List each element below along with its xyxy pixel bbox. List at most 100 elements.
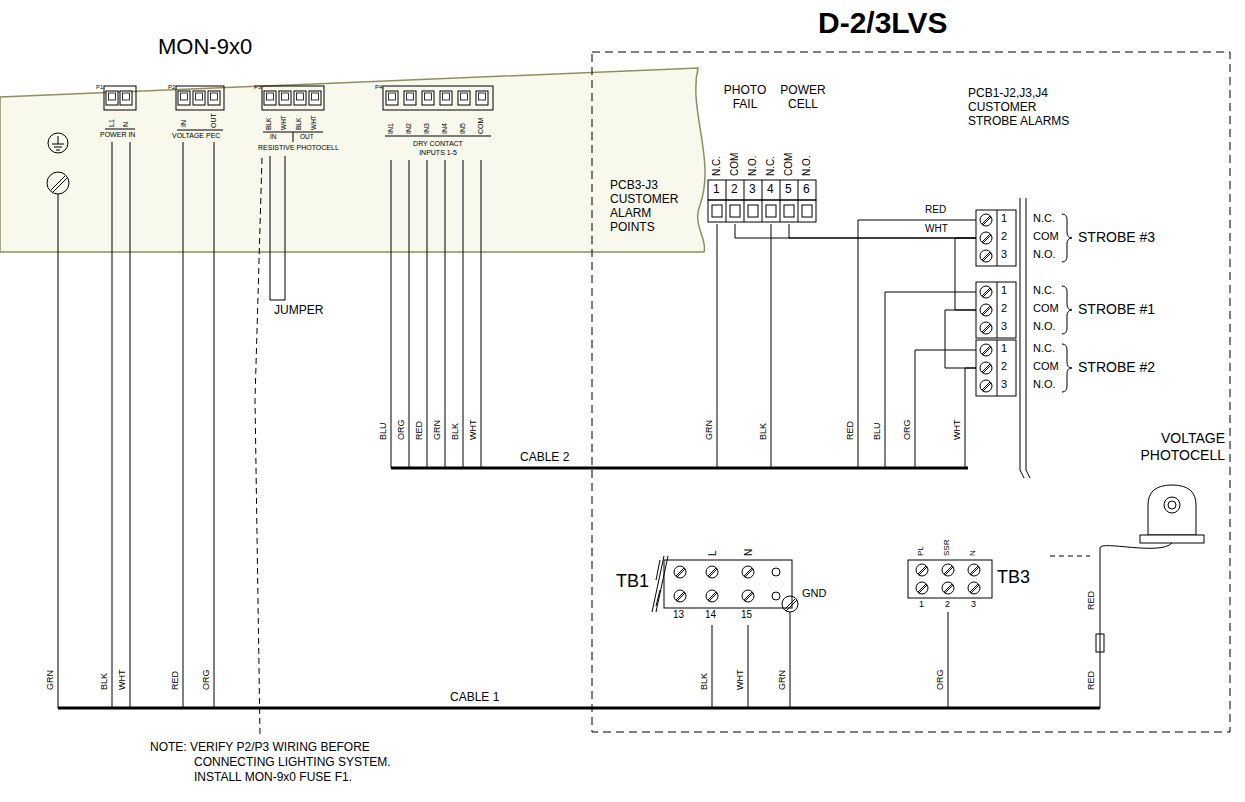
device-title: D-2/3LVS xyxy=(818,8,947,38)
wire-color-label: ORG xyxy=(936,669,945,690)
terminal-label: P4 xyxy=(375,84,382,90)
photocell-icon xyxy=(1148,485,1196,535)
strobe-terminal-blocks xyxy=(980,286,992,298)
connector-terminals xyxy=(279,91,291,105)
terminal-label: COM xyxy=(1033,303,1059,314)
terminal-label: N.O. xyxy=(1033,379,1056,390)
wire xyxy=(214,142,948,708)
enclosure-outline xyxy=(592,52,1230,732)
pcb-edge xyxy=(1020,198,1030,478)
connector-terminals xyxy=(383,86,493,110)
ground-screw xyxy=(785,599,797,611)
terminal-label: N.C. xyxy=(1033,213,1055,224)
wire-color-label: GRN xyxy=(433,420,442,440)
terminal-block: PLSSRN123TB3 xyxy=(905,528,1035,612)
cable-bundles xyxy=(58,194,790,708)
strobe-terminal-blocks xyxy=(980,214,992,226)
wire xyxy=(112,142,712,708)
strobe-terminal-blocks xyxy=(1062,344,1072,392)
strobe-terminal-blocks xyxy=(980,304,992,316)
terminal-label: 6 xyxy=(803,183,810,195)
terminal-label: COM xyxy=(477,118,484,134)
strobe-terminal-blocks xyxy=(980,380,992,392)
earth-symbol xyxy=(47,172,69,194)
wire-color-label: RED xyxy=(846,421,855,440)
terminal-label: N xyxy=(969,550,977,556)
wire xyxy=(789,224,976,238)
alarm-terminal-block xyxy=(712,205,722,217)
device-enclosure: D-2/3LVSPHOTO FAILPOWER CELLN.C.COMN.O.N… xyxy=(590,8,1232,734)
terminal-label: COM xyxy=(730,153,740,176)
connector-terminals xyxy=(264,91,276,105)
wire xyxy=(409,160,976,468)
strobe-terminal-blocks xyxy=(976,210,1016,266)
annotation-label: CABLE 1 xyxy=(450,691,499,703)
annotation-label: PCB1-J2,J3,J4 CUSTOMER STROBE ALARMS xyxy=(968,86,1074,128)
wire xyxy=(955,238,976,310)
tb1-terminal-strip xyxy=(674,566,686,578)
terminal-label: RESISTIVE PHOTOCELL xyxy=(258,144,339,151)
terminal-block: P4IN1IN2IN3IN4IN5COMDRY CONTACT INPUTS 1… xyxy=(372,82,498,160)
terminal-label: COM xyxy=(1033,361,1059,372)
wire xyxy=(427,160,976,468)
strobe-terminal-blocks xyxy=(980,344,992,356)
wire xyxy=(183,142,1100,708)
terminal-label: PL xyxy=(917,546,925,556)
terminal-label: IN2 xyxy=(405,123,412,134)
connector-terminals xyxy=(120,91,132,105)
terminal-label: COM xyxy=(784,153,794,176)
terminal-block: VOLTAGE PHOTOCELL xyxy=(1098,430,1230,548)
photocell-icon xyxy=(1168,501,1176,509)
wire-color-label: ORG xyxy=(397,419,406,440)
wire-color-label: BLK xyxy=(759,423,768,440)
terminal-label: OUT xyxy=(210,113,217,128)
tb1-terminal-strip xyxy=(652,556,792,612)
connector-terminals xyxy=(178,91,190,105)
terminal-label: N.O. xyxy=(802,155,812,176)
alarm-terminal-block xyxy=(730,205,740,217)
wire-color-label: GRN xyxy=(705,420,714,440)
connector-terminals xyxy=(263,132,323,142)
earth-symbol xyxy=(48,133,68,153)
terminal-label: N xyxy=(122,122,129,127)
connector-terminals xyxy=(440,91,452,105)
terminal-label: 3 xyxy=(1001,321,1007,332)
tb1-terminal-strip xyxy=(772,568,780,576)
ground-screw xyxy=(782,596,798,612)
wire-color-label: ORG xyxy=(202,669,211,690)
terminal-block: PHOTO FAILPOWER CELLN.C.COMN.O.N.C.COMN.… xyxy=(606,80,820,224)
terminal-label: POWER CELL xyxy=(776,83,830,111)
wire-color-label: GRN xyxy=(778,670,787,690)
wire xyxy=(735,224,976,238)
connector-terminals xyxy=(309,91,321,105)
connector-terminals xyxy=(105,129,135,130)
connector-terminals xyxy=(104,86,493,142)
terminal-label: 1 xyxy=(1001,285,1007,296)
terminal-label: 1 xyxy=(919,600,924,609)
jumper-wire xyxy=(270,156,285,300)
connector-terminals xyxy=(208,91,220,105)
wire-color-label: BLK xyxy=(100,673,109,690)
terminal-label: N.C. xyxy=(766,156,776,176)
earth-symbol xyxy=(47,133,69,194)
terminal-label: IN4 xyxy=(441,123,448,134)
terminal-label: STROBE #1 xyxy=(1078,302,1155,316)
connector-terminals xyxy=(262,86,324,110)
terminal-block: TB1LN131415 xyxy=(612,538,794,625)
connector-terminals xyxy=(422,91,434,105)
strobe-terminal-blocks xyxy=(997,210,998,266)
alarm-terminal-block xyxy=(784,205,794,217)
terminal-label: 14 xyxy=(705,610,716,620)
terminal-label: 2 xyxy=(1001,303,1007,314)
connector-terminals xyxy=(106,91,118,105)
wire-color-label: ORG xyxy=(903,419,912,440)
terminal-label: N.C. xyxy=(1033,343,1055,354)
terminal-label: WHT xyxy=(311,115,318,130)
annotation-label: GND xyxy=(802,588,826,599)
tb1-terminal-strip xyxy=(772,592,780,600)
wire-color-label: BLK xyxy=(700,673,709,690)
earth-symbol xyxy=(51,176,67,192)
tb1-terminal-strip xyxy=(742,566,754,578)
strobe-terminal-blocks xyxy=(980,232,992,244)
